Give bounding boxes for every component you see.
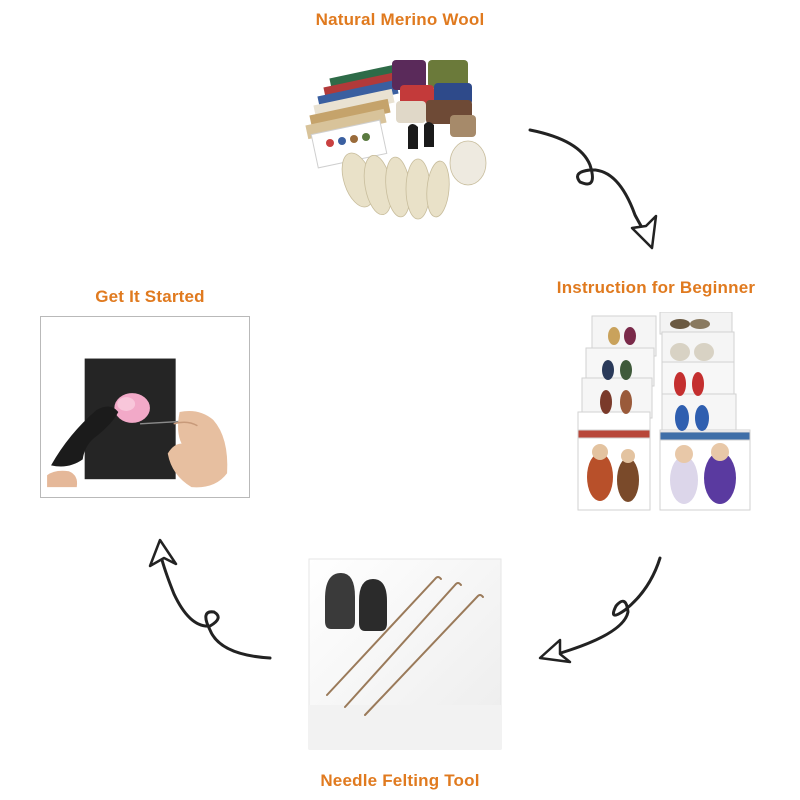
step-title-get-it-started: Get It Started: [95, 287, 205, 306]
felting-needles-foam-image: [305, 555, 505, 753]
cards-stack: [305, 61, 411, 169]
cycle-arrow-wool-to-instruction: [520, 120, 670, 260]
step-title-instruction-for-beginner: Instruction for Beginner: [556, 278, 756, 297]
step-title-needle-felting-tool: Needle Felting Tool: [320, 771, 480, 790]
roving-rolls: [341, 140, 487, 220]
figures: [587, 319, 736, 504]
cycle-arrow-tool-to-started: [140, 530, 280, 665]
wool-kit-image: [300, 45, 500, 225]
wool-bags: [392, 60, 476, 137]
instruction-cards-image: [570, 312, 758, 512]
step-title-natural-merino-wool: Natural Merino Wool: [315, 10, 485, 29]
cycle-arrow-instruction-to-tool: [530, 550, 670, 670]
felting-in-progress-image: [40, 316, 250, 498]
